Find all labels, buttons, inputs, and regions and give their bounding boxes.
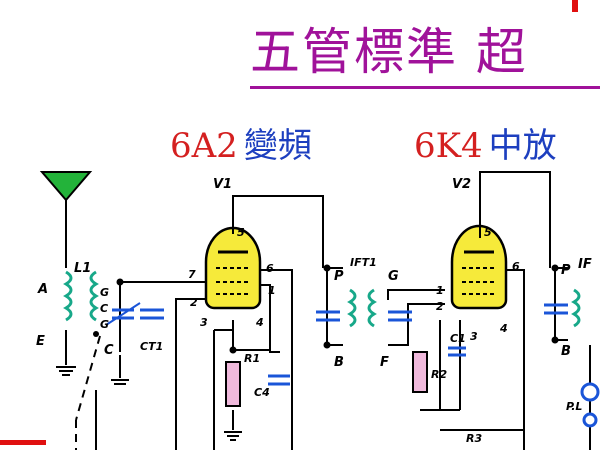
label-c: C xyxy=(104,343,114,358)
tube-function-1: 變頻 xyxy=(243,126,312,166)
title-underline xyxy=(250,86,600,89)
junctions xyxy=(93,264,559,354)
label-g: G xyxy=(388,269,399,284)
wiring xyxy=(39,171,591,450)
label-f: F xyxy=(380,355,389,370)
tube-function-2: 中放 xyxy=(488,126,557,166)
label-p1: P xyxy=(334,269,344,284)
ift1-secondary-coil xyxy=(367,288,377,328)
label-if-right: IF xyxy=(578,257,592,272)
label-ct1: CT1 xyxy=(140,340,164,353)
pin-3-v1: 3 xyxy=(200,316,208,329)
label-r3: R3 xyxy=(466,432,483,445)
tube-v2 xyxy=(450,224,508,310)
label-p2: P xyxy=(561,263,571,278)
label-ift1: IFT1 xyxy=(350,256,377,269)
label-b1: B xyxy=(334,355,344,370)
antenna-icon xyxy=(39,171,93,202)
dial-lamp xyxy=(580,382,600,428)
label-c4: C4 xyxy=(254,386,270,399)
pin-3-v2: 3 xyxy=(470,330,478,343)
pin-4-v2: 4 xyxy=(500,322,508,335)
antenna-coil-secondary xyxy=(89,270,99,322)
pin-2-v1: 2 xyxy=(190,296,198,309)
label-c1: C1 xyxy=(450,332,466,345)
coil-tap-c: C xyxy=(100,302,109,315)
label-a: A xyxy=(38,282,49,297)
tube-code-2: 6K4 xyxy=(414,126,483,166)
pin-6-v1: 6 xyxy=(266,262,274,275)
pin-7-v1: 7 xyxy=(188,268,196,281)
pin-1-v2: 1 xyxy=(436,284,444,297)
pin-6-v2: 6 xyxy=(512,260,520,273)
antenna-coil-primary xyxy=(63,270,73,322)
corner-mark-bottom xyxy=(0,440,46,445)
label-r1: R1 xyxy=(244,352,261,365)
resistor-r1 xyxy=(225,361,241,407)
coil-tap-g2: G xyxy=(100,318,110,331)
pin-5-v1: 5 xyxy=(237,226,245,239)
pin-5-v2: 5 xyxy=(484,226,492,239)
capacitors xyxy=(105,302,568,386)
page-title: 五管標準 超 xyxy=(250,23,528,81)
tube-v1 xyxy=(204,222,262,310)
label-pl: P.L xyxy=(566,400,583,413)
label-v1: V1 xyxy=(213,177,233,192)
label-l1: L1 xyxy=(74,261,92,276)
label-v2: V2 xyxy=(452,177,472,192)
if-right-coil xyxy=(571,288,581,328)
coil-tap-g: G xyxy=(100,286,110,299)
coils xyxy=(63,270,581,328)
corner-mark-top xyxy=(572,0,578,12)
pin-4-v1: 4 xyxy=(256,316,264,329)
label-r2: R2 xyxy=(431,368,448,381)
pin-1-v1: 1 xyxy=(268,284,276,297)
pin-2-v2: 2 xyxy=(436,300,444,313)
resistor-r2 xyxy=(412,351,428,393)
tube-code-1: 6A2 xyxy=(170,126,238,166)
label-e: E xyxy=(36,334,45,349)
ift1-primary-coil xyxy=(347,288,357,328)
label-b2: B xyxy=(561,344,571,359)
